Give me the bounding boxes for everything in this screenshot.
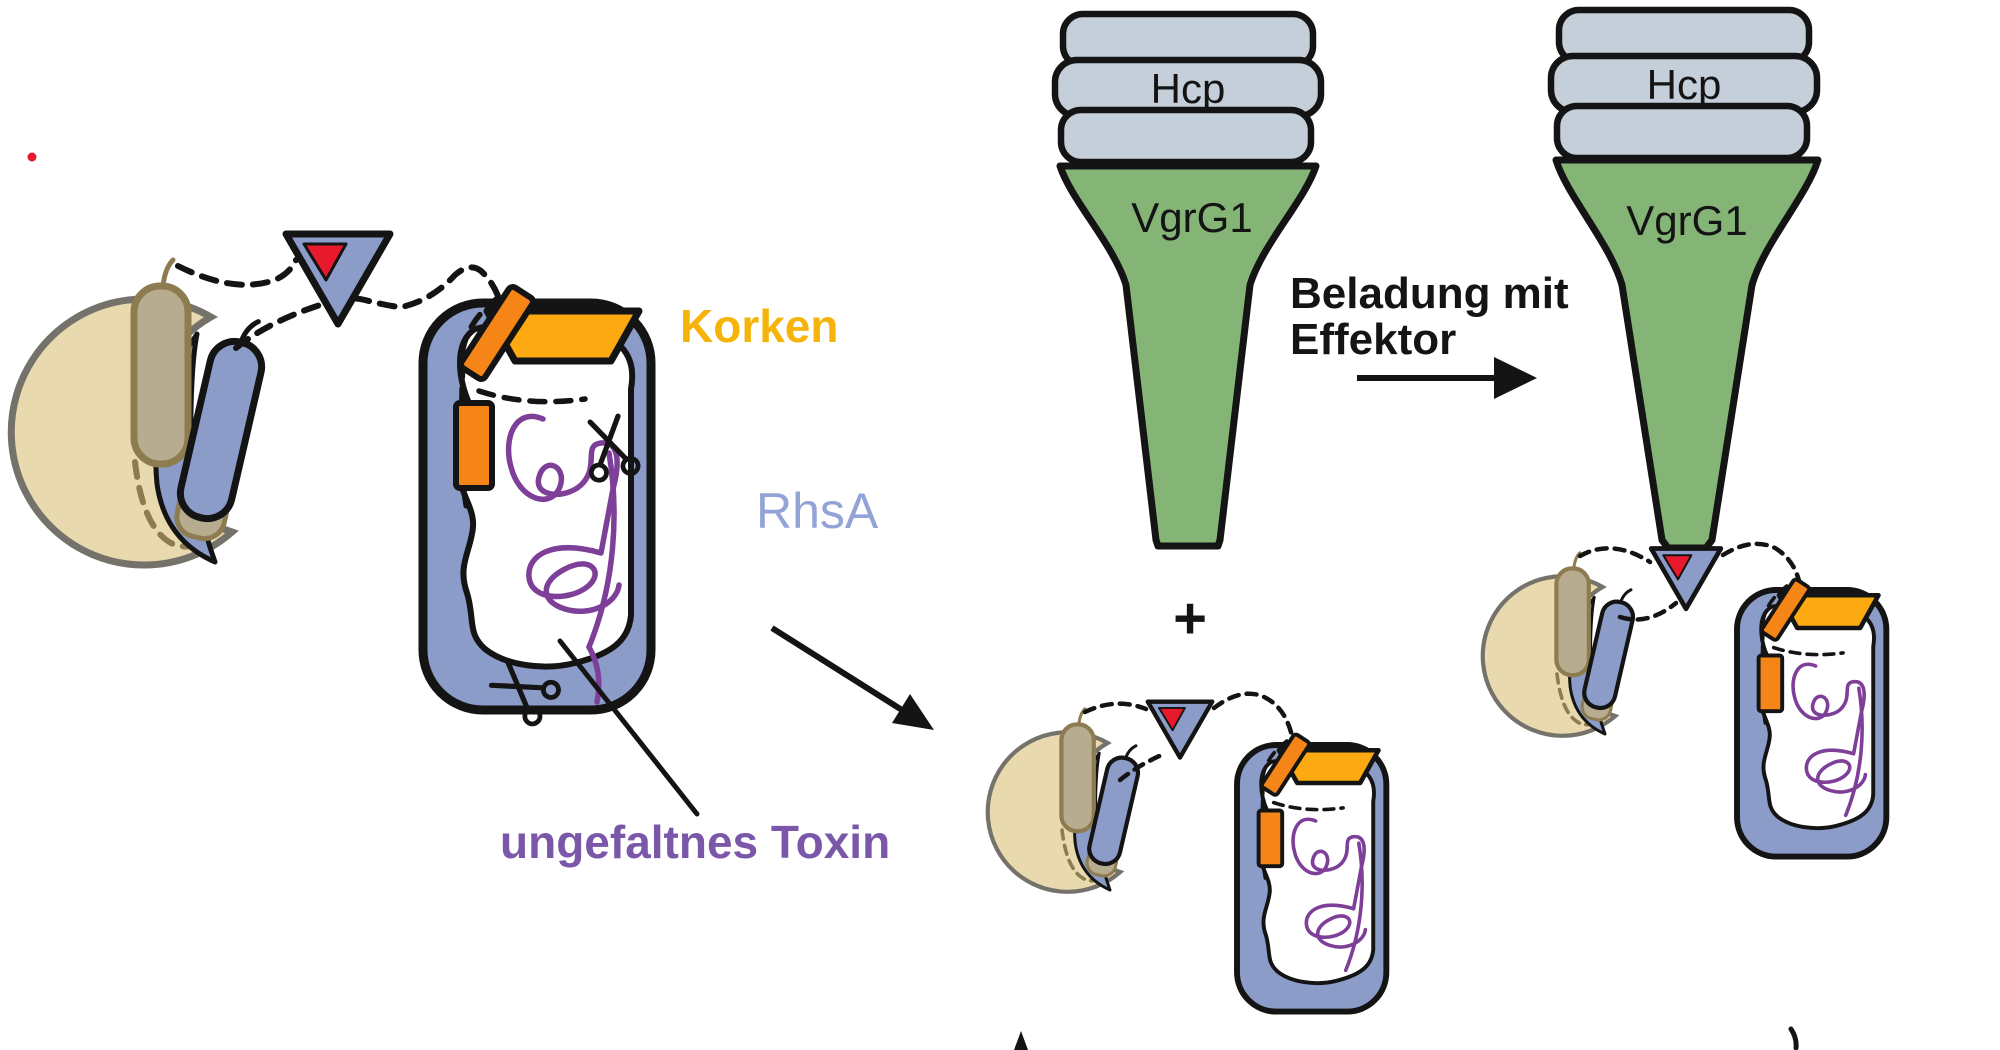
dashed-link-rod-to-triangle-middle: [1117, 751, 1167, 783]
plus-sign: +: [1173, 586, 1207, 651]
rhsa-capsule-left: [423, 285, 651, 710]
vgrg1-spike-unloaded: Hcp VgrG1: [1051, 10, 1325, 550]
vgrg1-spike-loaded: Hcp VgrG1: [1483, 6, 1887, 857]
hcp-stack-left: Hcp: [1051, 10, 1325, 166]
effector-complex-docked: [1483, 541, 1887, 857]
effector-triangle-tip: [1651, 549, 1721, 609]
rhsa-capsule-right: [1737, 578, 1886, 856]
dashed-link-crescent-to-triangle-middle: [1082, 701, 1149, 715]
dashed-link-crescent-to-triangle: [175, 257, 299, 288]
rhsa-capsule-middle: [1237, 733, 1386, 1011]
cropped-tick-bottom-right: [1788, 1026, 1799, 1050]
left-complex: [11, 234, 700, 817]
stray-red-dot: [27, 152, 37, 162]
dashed-link-crescent-to-tip: [1577, 546, 1653, 565]
loading-caption-line2: Effektor: [1290, 315, 1456, 364]
hcp-ring: [1553, 102, 1811, 162]
loading-arrow-head: [1494, 357, 1537, 399]
toxin-tail-exit: [586, 644, 602, 705]
chaperone-complex-middle: [988, 709, 1144, 892]
effector-triangle-middle: [1148, 702, 1212, 758]
release-arrow: [770, 625, 934, 730]
cropped-arrow-mark-bottom: [1014, 1031, 1028, 1050]
vgrg1-label-right: VgrG1: [1626, 197, 1747, 244]
vgrg1-cone-left: [1056, 162, 1320, 550]
hcp-label-right: Hcp: [1647, 61, 1722, 108]
unfolded-toxin-label: ungefaltnes Toxin: [500, 816, 890, 868]
vgrg1-label-left: VgrG1: [1131, 194, 1252, 241]
hcp-stack-right: Hcp: [1547, 6, 1821, 162]
chaperone-complex-right: [1483, 553, 1639, 736]
cork-label: Korken: [680, 300, 838, 352]
hcp-ring: [1057, 106, 1315, 166]
chaperone-complex-left: [11, 260, 272, 565]
loading-caption-line1: Beladung mit: [1290, 269, 1569, 318]
dashed-link-rod-to-tip: [1617, 600, 1679, 622]
effector-complex-free: [988, 691, 1387, 1012]
rhsa-label: RhsA: [756, 483, 879, 539]
hcp-label-left: Hcp: [1151, 65, 1226, 112]
dashed-link-rod-to-capsule: [233, 264, 501, 351]
toxin-pointer-line: [557, 638, 700, 817]
loading-step: Beladung mit Effektor: [1290, 269, 1569, 399]
